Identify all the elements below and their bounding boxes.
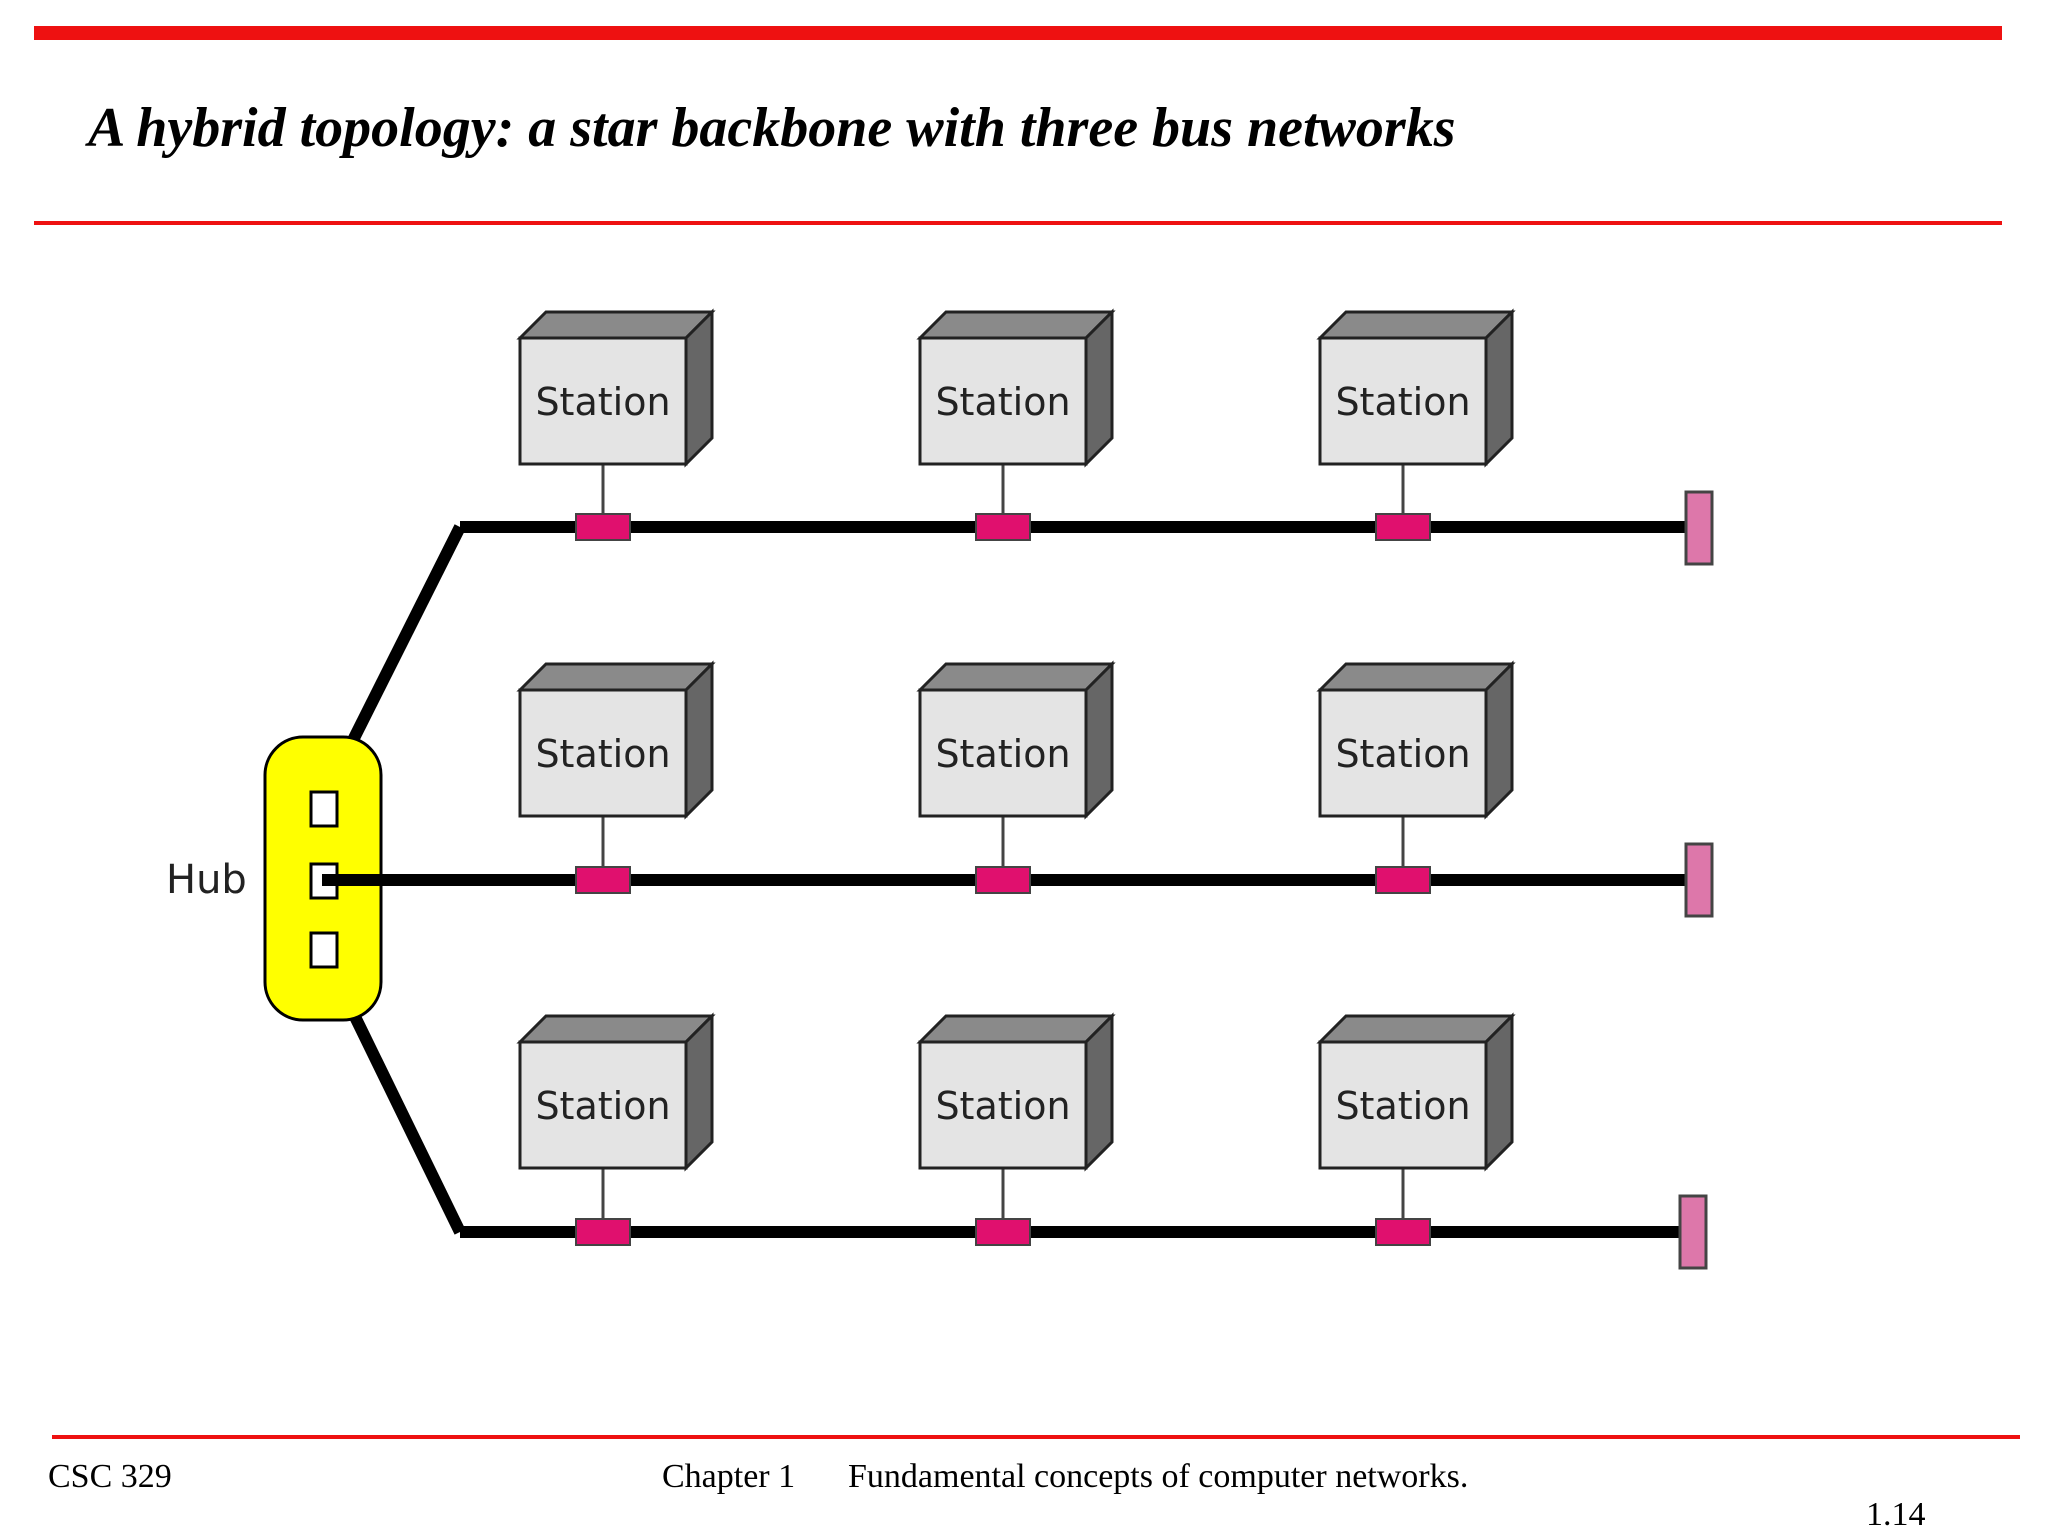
station-node: Station [1316,660,1516,894]
bus-tap-connector [975,513,1031,541]
station-box [918,688,1088,818]
station-side-face [684,660,714,820]
station-box [518,1040,688,1170]
footer-divider [52,1435,2020,1439]
station-box [1318,336,1488,466]
footer-page-number: 1.14 [1866,1496,1926,1533]
station-box [1318,1040,1488,1170]
station-box [518,688,688,818]
station-node: Station [516,660,716,894]
station-side-face [1084,1012,1114,1172]
station-box [1318,688,1488,818]
bus-terminator-top [1684,490,1714,566]
station-top-face [516,1014,716,1044]
station-side-face [1484,1012,1514,1172]
station-side-face [684,308,714,468]
station-box [918,336,1088,466]
station-label: Station [535,380,670,424]
footer-chapter: Chapter 1 [662,1458,796,1495]
station-label: Station [535,732,670,776]
bus-tap-connector [575,1218,631,1246]
station-label: Station [1335,380,1470,424]
station-node: Station [916,1012,1116,1246]
station-top-face [916,662,1116,692]
bus-terminator-middle [1684,842,1714,918]
bus-tap-connector [975,866,1031,894]
station-node: Station [916,308,1116,541]
station-top-face [516,310,716,340]
station-label: Station [935,380,1070,424]
title-divider [34,221,2002,225]
station-top-face [1316,662,1516,692]
station-top-face [516,662,716,692]
station-node: Station [1316,1012,1516,1246]
footer-topic: Fundamental concepts of computer network… [848,1458,1469,1495]
station-top-face [916,1014,1116,1044]
station-top-face [1316,310,1516,340]
station-label: Station [535,1084,670,1128]
bus-terminator-bottom [1678,1194,1708,1270]
station-side-face [684,1012,714,1172]
station-node: Station [516,308,716,541]
station-node: Station [916,660,1116,894]
station-top-face [916,310,1116,340]
station-label: Station [1335,1084,1470,1128]
station-side-face [1084,308,1114,468]
station-label: Station [935,1084,1070,1128]
hub-label: Hub [166,857,247,903]
station-node: Station [1316,308,1516,541]
bus-tap-connector [1375,866,1431,894]
station-side-face [1484,660,1514,820]
station-top-face [1316,1014,1516,1044]
hub-port-1 [309,790,339,828]
bus-tap-connector [975,1218,1031,1246]
station-node: Station [516,1012,716,1246]
bus-tap-connector [1375,513,1431,541]
station-box [518,336,688,466]
footer-course: CSC 329 [48,1458,172,1495]
bus-tap-connector [575,866,631,894]
slide-title: A hybrid topology: a star backbone with … [88,97,1456,159]
station-box [918,1040,1088,1170]
station-side-face [1484,308,1514,468]
hub-port-3 [309,931,339,969]
top-accent-bar [34,26,2002,40]
station-side-face [1084,660,1114,820]
station-label: Station [935,732,1070,776]
bus-tap-connector [575,513,631,541]
station-label: Station [1335,732,1470,776]
bus-tap-connector [1375,1218,1431,1246]
